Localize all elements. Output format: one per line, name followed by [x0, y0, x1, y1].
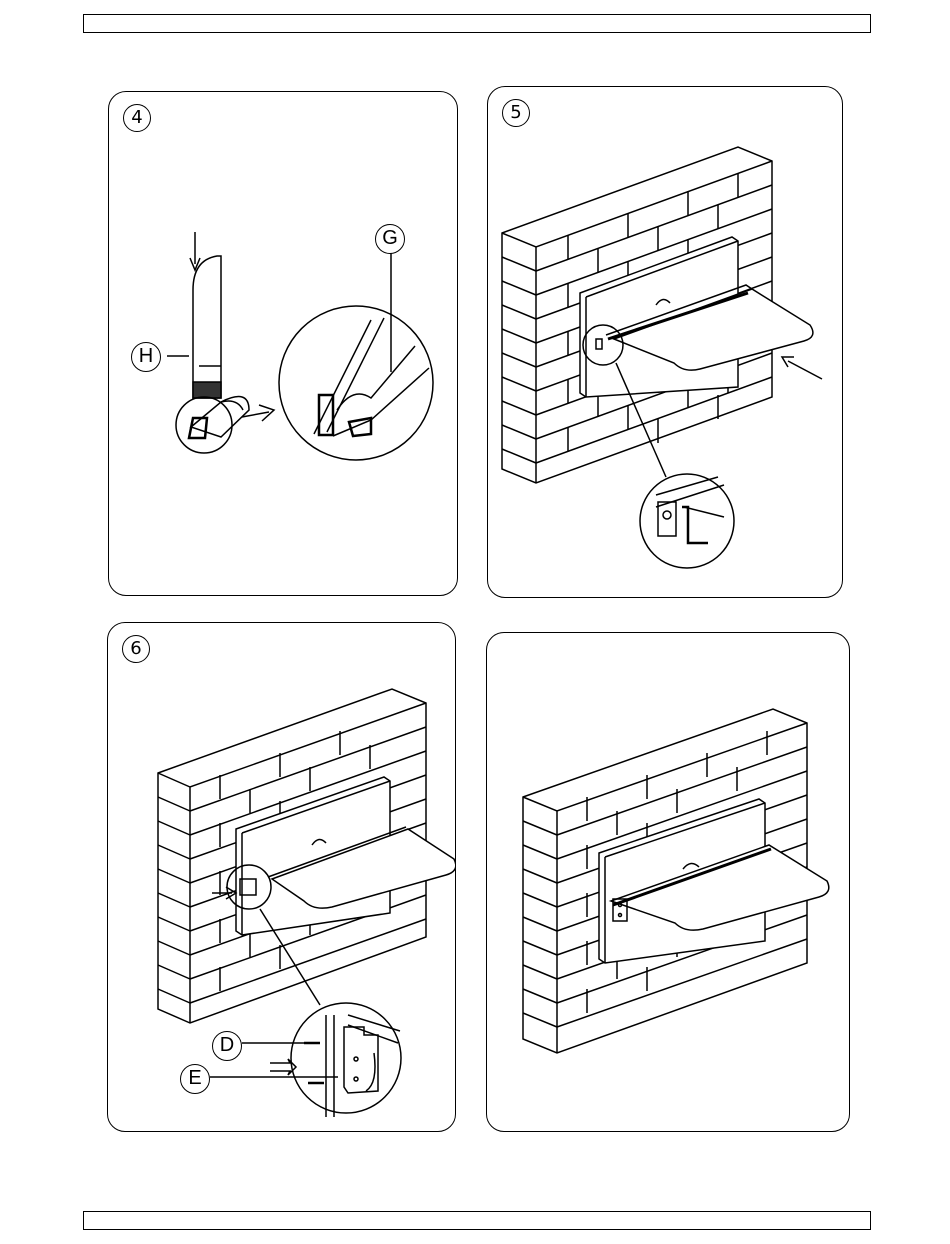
callout-d: D [212, 1031, 242, 1061]
step-5-illustration [488, 87, 843, 598]
callout-g: G [375, 224, 405, 254]
step-6-illustration [108, 623, 456, 1132]
step-4-illustration [109, 92, 458, 596]
footer-bar [83, 1211, 871, 1230]
step-5-panel: 5 [487, 86, 843, 598]
callout-h: H [131, 342, 161, 372]
left-arrow-icon [782, 357, 822, 379]
final-result-illustration [487, 633, 850, 1132]
step-6-panel: 6 [107, 622, 456, 1132]
callout-e: E [180, 1064, 210, 1094]
down-arrow-icon [190, 232, 200, 270]
header-bar [83, 14, 871, 33]
step-4-panel: 4 [108, 91, 458, 596]
final-result-panel [486, 632, 850, 1132]
